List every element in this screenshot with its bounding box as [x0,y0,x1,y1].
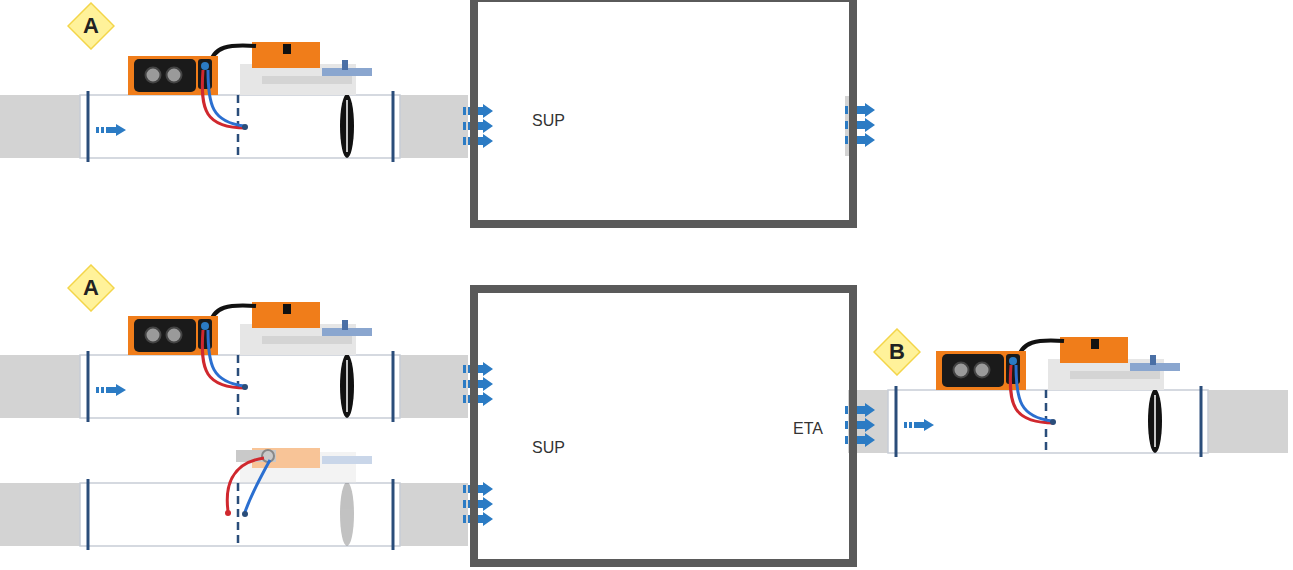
duct [398,95,468,158]
room-label: ETA [793,420,823,438]
damper-unit [80,302,400,422]
damper-unit [80,42,400,162]
callout-letter: A [67,2,115,50]
callout-letter: A [67,264,115,312]
flow-arrows [463,104,493,148]
room-box: SUP ETA [470,285,857,567]
flow-arrows [463,362,493,406]
damper-unit-faded [80,479,400,550]
flow-arrows [463,482,493,526]
callout-diamond: A [67,2,115,50]
callout-diamond: B [873,328,921,376]
faded-controls [236,448,372,546]
room-label: SUP [532,112,565,130]
damper-unit [888,337,1208,457]
callout-diamond: A [67,264,115,312]
room-box: SUP [470,0,857,228]
callout-letter: B [873,328,921,376]
duct [0,95,82,158]
room-label: SUP [532,439,565,457]
